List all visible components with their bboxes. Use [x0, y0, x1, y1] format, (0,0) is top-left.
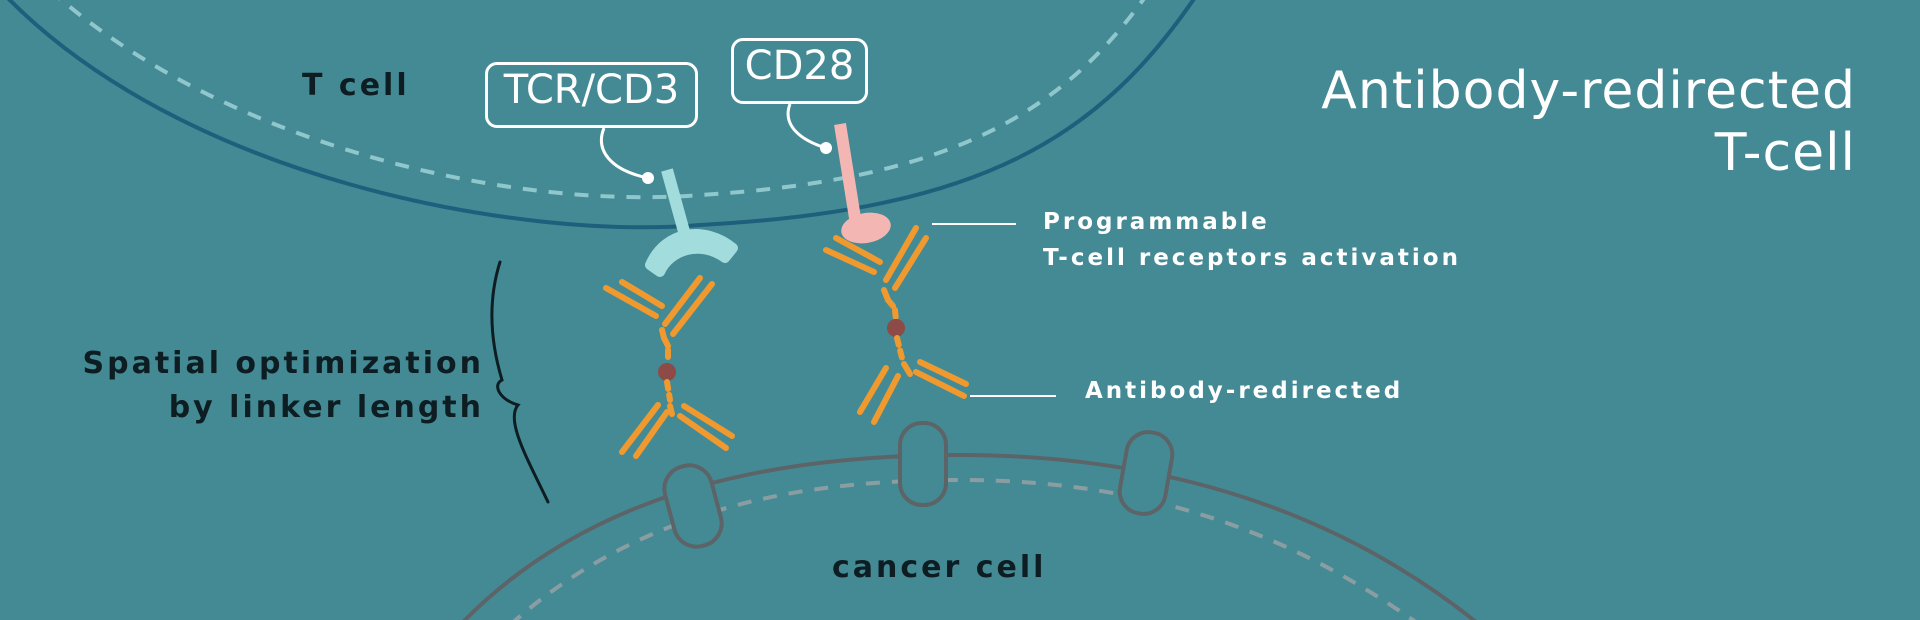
cancer-cell-inner-membrane [512, 477, 1417, 620]
programmable-label-line-2: T-cell receptors activation [1043, 245, 1461, 271]
cd28-label-box: CD28 [731, 38, 868, 104]
t-cell-inner-membrane [58, 0, 1146, 200]
programmable-label-line-1: Programmable [1043, 209, 1270, 235]
tcr-callout-dot [642, 172, 654, 184]
antibody-redirected-label: Antibody-redirected [1085, 378, 1404, 404]
spatial-label-line-2: by linker length [168, 390, 484, 425]
cd28-callout-dot [820, 142, 832, 154]
diagram-title: Antibody-redirected T-cell [1321, 60, 1856, 184]
tcr-cd3-label-box: TCR/CD3 [485, 62, 698, 128]
tcr-receptor-icon [645, 168, 738, 277]
cd28-label: CD28 [744, 43, 855, 89]
antigen-left [662, 463, 724, 549]
spatial-brace [490, 260, 550, 504]
antigen-middle [898, 421, 948, 507]
programmable-activation-label: Programmable T-cell receptors activation [1043, 204, 1461, 276]
cancer-cell-membrane [462, 452, 1477, 620]
title-line-1: Antibody-redirected [1321, 61, 1856, 121]
spatial-optimization-label: Spatial optimization by linker length [83, 342, 484, 430]
t-cell-label: T cell [302, 68, 410, 103]
spatial-label-line-1: Spatial optimization [82, 346, 484, 381]
cd28-receptor-icon [834, 123, 891, 244]
tcr-cd3-label: TCR/CD3 [503, 67, 680, 113]
antibody-right-icon [823, 225, 969, 425]
cd28-callout-connector [786, 103, 827, 150]
title-line-2: T-cell [1714, 123, 1856, 183]
tcr-callout-connector [599, 127, 649, 180]
cancer-cell-label: cancer cell [832, 550, 1047, 585]
antibody-left-icon [603, 275, 735, 459]
antigen-right [1117, 430, 1175, 516]
